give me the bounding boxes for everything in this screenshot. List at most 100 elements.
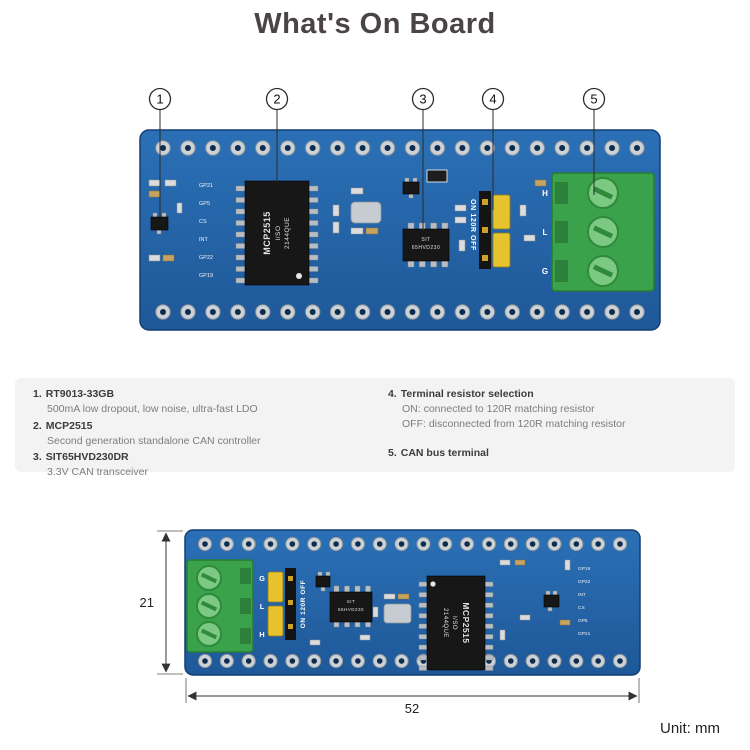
legend-item-description: OFF: disconnected from 120R matching res… [402, 417, 626, 430]
chip-pin [235, 266, 247, 272]
pin-hole [267, 658, 274, 664]
pin-holes-top-row-2 [197, 536, 628, 552]
pin-hole [534, 309, 541, 315]
pin-hole [609, 309, 616, 315]
pin-hole [359, 145, 366, 151]
jumper-pin [288, 576, 293, 581]
jumper-cap [492, 232, 511, 268]
pin-hole [384, 145, 391, 151]
pin-hole [309, 145, 316, 151]
terminal-wire-entry [240, 598, 251, 614]
board-top-figure: GP21 GP5 CS INT GP22 GP19 MCP2515 I/SO 2… [139, 87, 661, 331]
pin-hole [267, 541, 274, 547]
silkscreen-label: CS [578, 605, 585, 611]
silkscreen-label: GP21 [578, 631, 591, 637]
chip-pin [418, 602, 429, 608]
silkscreen-gpio-labels: GP21 GP5 CS INT GP22 GP19 [199, 183, 213, 279]
pin-hole [442, 541, 449, 547]
pin-hole [634, 309, 640, 315]
jumper-cap [267, 571, 284, 603]
chip-pin [483, 655, 494, 661]
pin-hole [434, 145, 441, 151]
pin-hole [284, 309, 291, 315]
silkscreen-label: INT [578, 592, 586, 598]
pin-hole [486, 541, 492, 547]
legend-column-left: 1.RT9013-33GB 500mA low dropout, low noi… [33, 387, 388, 478]
pin-hole [398, 541, 405, 547]
dimension-width-value: 52 [405, 701, 419, 716]
pin-hole [434, 309, 441, 315]
silkscreen-label: GP5 [578, 618, 588, 624]
pin-hole [584, 145, 591, 151]
pin-hole [551, 541, 558, 547]
pin-hole [209, 145, 216, 151]
pin-hole [289, 541, 296, 547]
transceiver-marking-line1: SIT [347, 599, 356, 604]
terminal-label-l: L [260, 602, 265, 611]
chip-pin [483, 592, 494, 598]
pin-hole [259, 309, 266, 315]
terminal-label-g: G [259, 574, 265, 583]
legend-item-number: 5. [388, 447, 397, 459]
pin-hole [409, 145, 416, 151]
chip-pin [483, 581, 494, 587]
silkscreen-label: GP21 [199, 183, 213, 189]
pin-hole [484, 145, 491, 151]
pin-hole [202, 658, 208, 664]
pin-hole [617, 658, 623, 664]
pin-hole [184, 145, 191, 151]
pin-holes-top-row [155, 140, 645, 156]
pin-hole [420, 541, 427, 547]
pin-hole [573, 541, 580, 547]
chip-pin [235, 197, 247, 203]
mcp2515-marking-line1: MCP2515 [461, 602, 471, 643]
chip-pin [307, 185, 319, 192]
pin-hole [459, 145, 466, 151]
silkscreen-label: INT [199, 237, 209, 243]
jumper-silkscreen-label: ON 120R OFF [300, 580, 307, 629]
pin-hole [334, 145, 341, 151]
legend-item-description: Second generation standalone CAN control… [47, 434, 261, 447]
callout-4: 4 [481, 87, 505, 111]
pin-hole [209, 309, 216, 315]
chip-pin [235, 220, 247, 226]
can-transceiver-chip: SIT 65HVD230 [402, 222, 450, 268]
pin-hole [529, 541, 536, 547]
pin-hole [609, 145, 616, 151]
pin-hole [595, 541, 601, 547]
smd-passives [148, 179, 547, 262]
chip-pin [483, 634, 494, 640]
pin-hole [484, 309, 491, 315]
chip-pin [235, 185, 247, 192]
chip-pin [483, 623, 494, 629]
mcp2515-marking-line3: 2144QUE [284, 217, 291, 249]
pin-hole [507, 658, 514, 664]
pin-hole [507, 541, 514, 547]
jumper-cap [492, 194, 511, 230]
callout-number: 1 [156, 92, 163, 107]
pin-hole [224, 658, 230, 664]
legend-item-name: MCP2515 [45, 419, 93, 432]
pin-hole [584, 309, 591, 315]
ldo-regulator-rt9013-2 [543, 590, 560, 612]
pin-hole [459, 309, 466, 315]
chip-pin [307, 208, 319, 215]
chip-pin [307, 266, 319, 272]
silkscreen-label: CS [199, 219, 207, 225]
pin-hole [259, 145, 266, 151]
jumper-pin [288, 600, 293, 605]
microchip-logo-icon [430, 581, 436, 587]
pin-hole [311, 541, 318, 547]
chip-pin [235, 254, 247, 261]
callout-number: 2 [273, 92, 280, 107]
chip-pin [418, 644, 429, 650]
pcb-board-bottom [184, 529, 641, 676]
mcp2515-marking-line1: MCP2515 [262, 211, 272, 255]
legend-item-1: 1.RT9013-33GB 500mA low dropout, low noi… [33, 387, 388, 417]
terminal-wire-entry [240, 628, 251, 644]
pin-hole [309, 309, 316, 315]
pin-hole [376, 658, 383, 664]
mcp2515-pins-left [418, 581, 429, 671]
terminal-label-h: H [542, 189, 548, 198]
pin-hole [333, 658, 339, 664]
